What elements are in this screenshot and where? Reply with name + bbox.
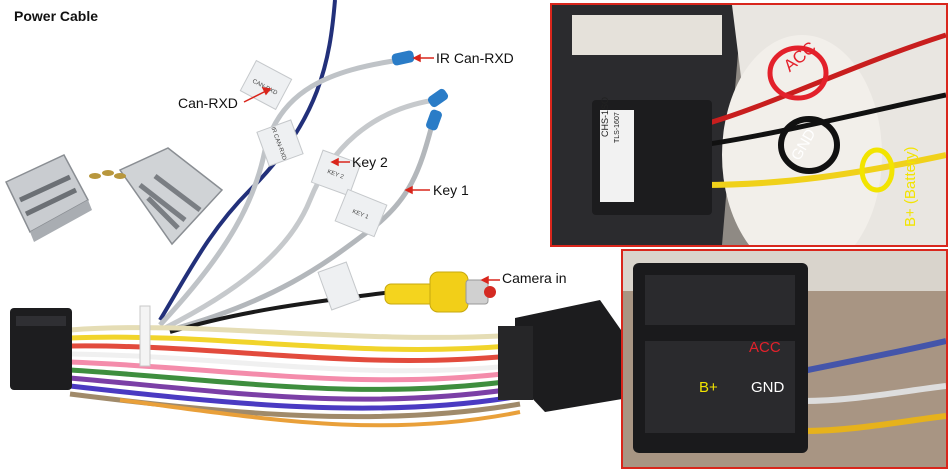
inset-top-battery-label: B+ (Battery) [902, 146, 919, 227]
label-ir-can-rxd: IR Can-RXD [436, 50, 514, 66]
inset-bottom-acc-label: ACC [749, 339, 781, 356]
left-connector [10, 308, 72, 390]
connector-text-2: TLS-1607 [614, 112, 621, 143]
right-connectors [498, 300, 628, 412]
label-camera-in: Camera in [502, 270, 567, 286]
inset-top-connector: CHS-1SO TLS-1607 ACC GND B+ (Battery) [550, 3, 948, 247]
screws [89, 170, 126, 179]
label-key2: Key 2 [352, 154, 388, 170]
callout-arrows [243, 53, 500, 285]
camera-rca-plug [384, 271, 496, 313]
label-key1: Key 1 [433, 182, 469, 198]
page-title: Power Cable [14, 8, 99, 24]
mounting-bracket-right [118, 147, 224, 246]
inset-top-photo [552, 5, 946, 245]
mounting-bracket-left [4, 154, 92, 242]
tag-key2: KEY 2 [326, 169, 345, 181]
wire-bundle [69, 325, 521, 428]
label-can-rxd: Can-RXD [178, 95, 238, 111]
inset-bottom-photo [623, 251, 946, 467]
inset-bottom-connector: ACC GND B+ [621, 249, 948, 469]
inset-bottom-gnd-label: GND [751, 379, 785, 396]
connector-text-1: CHS-1SO [600, 96, 610, 137]
inset-bottom-bplus-label: B+ [699, 379, 718, 396]
